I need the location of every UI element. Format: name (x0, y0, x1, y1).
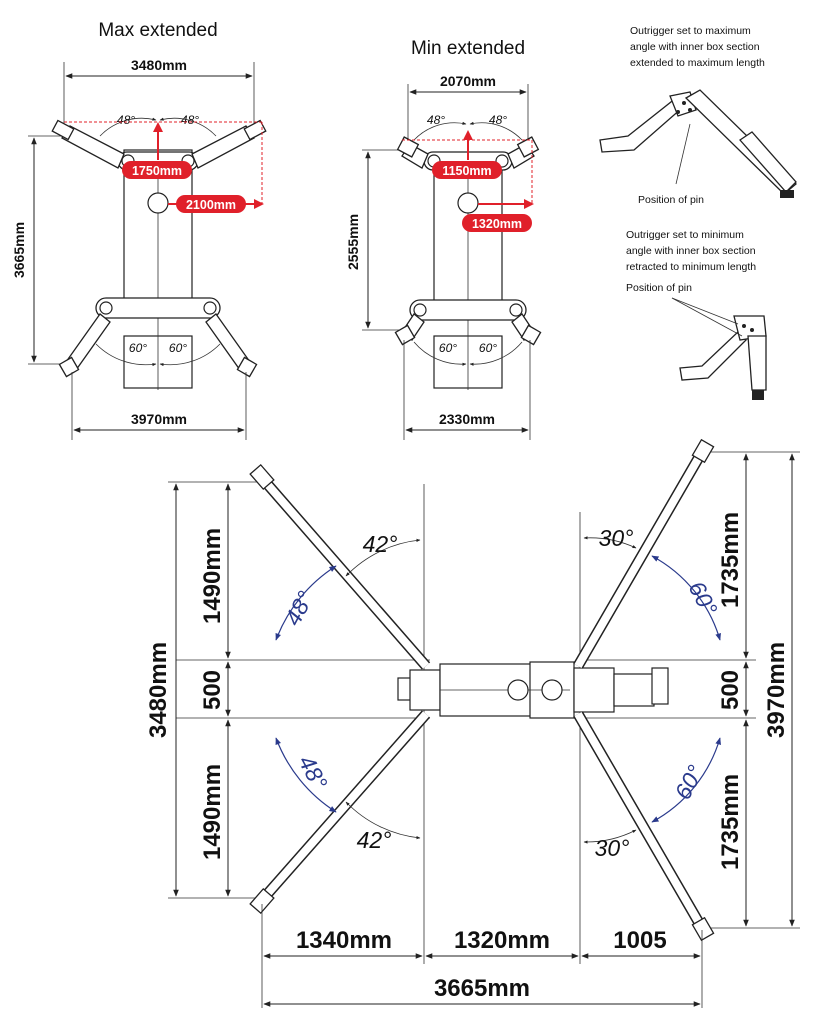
plan-left-total-label: 3480mm (145, 642, 172, 738)
min-bottom-crossbar (409, 299, 527, 321)
min-note-line-3: retracted to minimum length (626, 261, 756, 273)
max-top-angle-right: 48° (181, 113, 199, 127)
min-outrigger-drawing (679, 315, 767, 400)
min-height-label: 2555mm (345, 214, 361, 270)
min-extended-view: Min extended 2070mm 2555mm 48° 48° 1150m… (345, 38, 542, 440)
plan-angle-ll-blue: 48° (293, 751, 332, 794)
plan-right-total-label: 3970mm (763, 642, 790, 738)
min-bottom-angle-left: 60° (439, 341, 457, 355)
max-outrigger-drawing (599, 89, 797, 198)
plan-outrigger-upper-right (573, 438, 715, 669)
max-red-label-2: 2100mm (186, 198, 236, 212)
max-top-angle-left: 48° (117, 113, 135, 127)
plan-right-mid-label: 500 (717, 670, 744, 710)
plan-outrigger-lower-right (573, 711, 715, 942)
max-red-badge-2 (176, 195, 246, 213)
min-red-label-1: 1150mm (442, 164, 491, 178)
plan-left-upper-label: 1490mm (199, 528, 226, 624)
plan-angle-lr-blue: 60° (669, 761, 708, 804)
plan-left-mid-label: 500 (199, 670, 226, 710)
plan-angle-ur-black: 30° (599, 525, 634, 551)
min-note-line-2: angle with inner box section (626, 245, 756, 257)
max-extended-title: Max extended (98, 20, 217, 41)
max-red-badge-1 (122, 161, 192, 179)
min-red-badge-1 (432, 161, 502, 179)
max-height-label: 3665mm (11, 222, 27, 278)
min-bottom-width-label: 2330mm (439, 411, 495, 427)
min-red-label-2: 1320mm (472, 217, 522, 231)
max-extended-view: Max extended 3480mm 3665mm 48° 48° (11, 20, 267, 440)
min-top-width-label: 2070mm (440, 73, 496, 89)
max-red-label-1: 1750mm (132, 164, 182, 178)
min-slew-center (457, 192, 479, 214)
max-top-right-outrigger (191, 125, 255, 169)
max-note-line-3: extended to maximum length (630, 57, 765, 69)
plan-outrigger-upper-left (249, 463, 431, 670)
min-extended-title: Min extended (411, 38, 525, 59)
min-bottom-angle-right: 60° (479, 341, 497, 355)
max-note-line-2: angle with inner box section (630, 41, 760, 53)
min-top-angle-right: 48° (489, 113, 507, 127)
plan-bottom-total-label: 3665mm (434, 975, 530, 1002)
max-slew-center (147, 192, 169, 214)
max-note-line-1: Outrigger set to maximum (630, 25, 751, 37)
plan-bottom-seg3-label: 1005 (613, 927, 666, 954)
min-top-angle-left: 48° (427, 113, 445, 127)
max-bottom-angle-left: 60° (129, 341, 147, 355)
outrigger-side-details: Outrigger set to maximum angle with inne… (599, 25, 797, 400)
plan-angle-ll-black: 42° (357, 827, 392, 853)
min-note-line-1: Outrigger set to minimum (626, 229, 744, 241)
plan-outrigger-lower-left (249, 710, 431, 915)
max-bottom-crossbar (95, 297, 221, 319)
max-bottom-width-label: 3970mm (131, 411, 187, 427)
max-pin-label: Position of pin (638, 194, 704, 206)
plan-angle-ul-black: 42° (363, 531, 398, 557)
plan-angle-ul-blue: 48° (279, 587, 318, 630)
max-top-left-outrigger (61, 125, 125, 169)
min-red-badge-2 (462, 214, 532, 232)
min-pin-label: Position of pin (626, 282, 692, 294)
plan-view: 42° 48° 48° 42° 30° 60° 60° 30° 3480mm 1… (145, 438, 800, 1008)
plan-left-lower-label: 1490mm (199, 764, 226, 860)
max-bottom-angle-right: 60° (169, 341, 187, 355)
plan-right-upper-label: 1735mm (717, 512, 744, 608)
max-top-width-label: 3480mm (131, 57, 187, 73)
plan-bottom-seg1-label: 1340mm (296, 927, 392, 954)
plan-right-lower-label: 1735mm (717, 774, 744, 870)
plan-bottom-seg2-label: 1320mm (454, 927, 550, 954)
plan-angle-lr-black: 30° (595, 835, 630, 861)
plan-chassis (397, 661, 669, 719)
